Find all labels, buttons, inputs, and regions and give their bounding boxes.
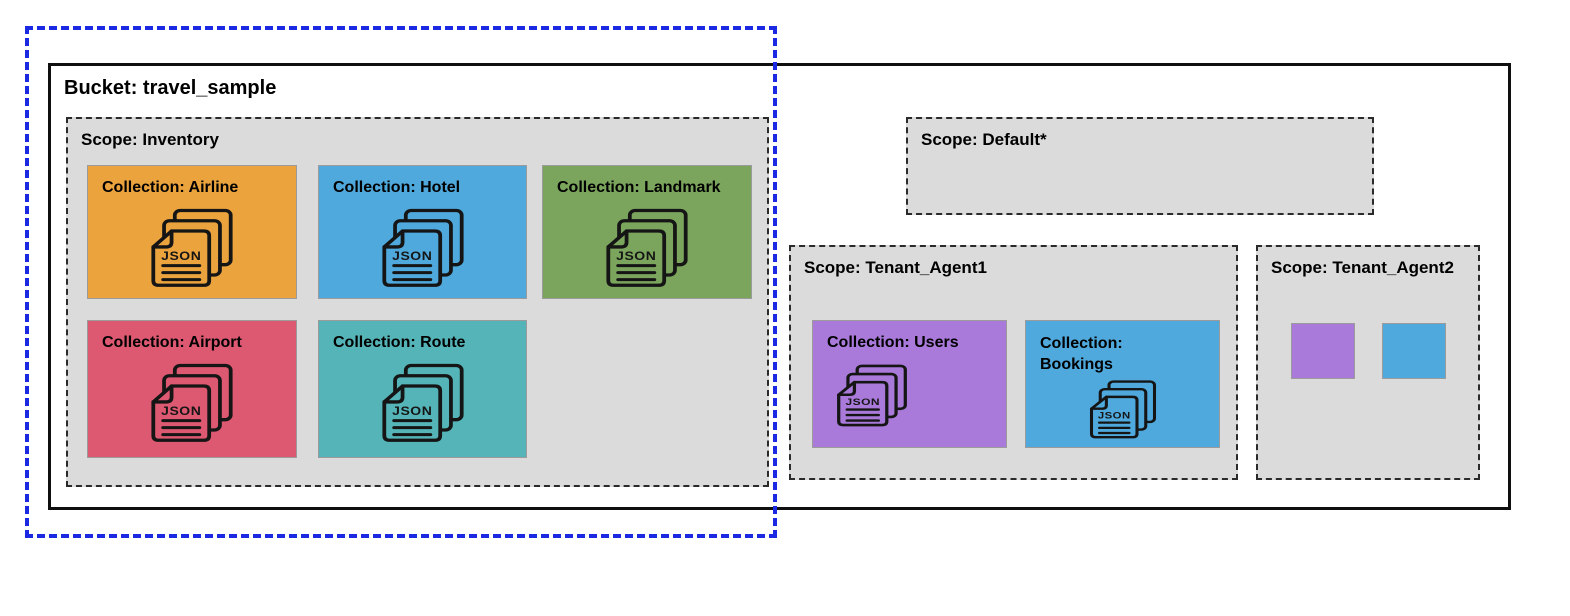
scope-default: Scope: Default* (906, 117, 1374, 215)
json-documents-icon (380, 203, 466, 289)
collection-label: Collection: Users (827, 334, 959, 351)
bucket-travel-sample: Bucket: travel_sample Scope: Inventory C… (48, 63, 1511, 510)
collection-swatch-blue (1382, 323, 1446, 379)
collection-label: Collection: Hotel (333, 179, 461, 196)
collection-hotel: Collection: Hotel (318, 165, 527, 299)
collection-label: Collection: Landmark (557, 179, 721, 196)
bucket-title: Bucket: travel_sample (64, 77, 277, 99)
scope-tenant-agent1-label: Scope: Tenant_Agent1 (804, 258, 987, 277)
scope-inventory: Scope: Inventory Collection: Airline Col… (66, 117, 769, 487)
json-documents-icon (604, 203, 690, 289)
scope-tenant-agent1: Scope: Tenant_Agent1 Collection: Users C… (789, 245, 1238, 480)
collection-airport: Collection: Airport (87, 320, 297, 458)
json-documents-icon (1088, 376, 1158, 440)
collection-bookings: Collection: Bookings (1025, 320, 1220, 448)
collection-airline: Collection: Airline (87, 165, 297, 299)
collection-label: Collection: Bookings (1040, 335, 1123, 373)
collection-users: Collection: Users (812, 320, 1007, 448)
collection-route: Collection: Route (318, 320, 527, 458)
scope-tenant-agent2-label: Scope: Tenant_Agent2 (1271, 258, 1454, 277)
collection-label: Collection: Airport (102, 334, 242, 351)
scope-tenant-agent2: Scope: Tenant_Agent2 (1256, 245, 1480, 480)
collection-landmark: Collection: Landmark (542, 165, 752, 299)
json-documents-icon (149, 358, 235, 444)
scope-inventory-label: Scope: Inventory (81, 130, 219, 149)
json-documents-icon (149, 203, 235, 289)
scope-default-label: Scope: Default* (921, 130, 1047, 149)
collection-swatch-purple (1291, 323, 1355, 379)
collection-label: Collection: Route (333, 334, 466, 351)
json-documents-icon (835, 360, 909, 428)
json-documents-icon (380, 358, 466, 444)
collection-label: Collection: Airline (102, 179, 239, 196)
